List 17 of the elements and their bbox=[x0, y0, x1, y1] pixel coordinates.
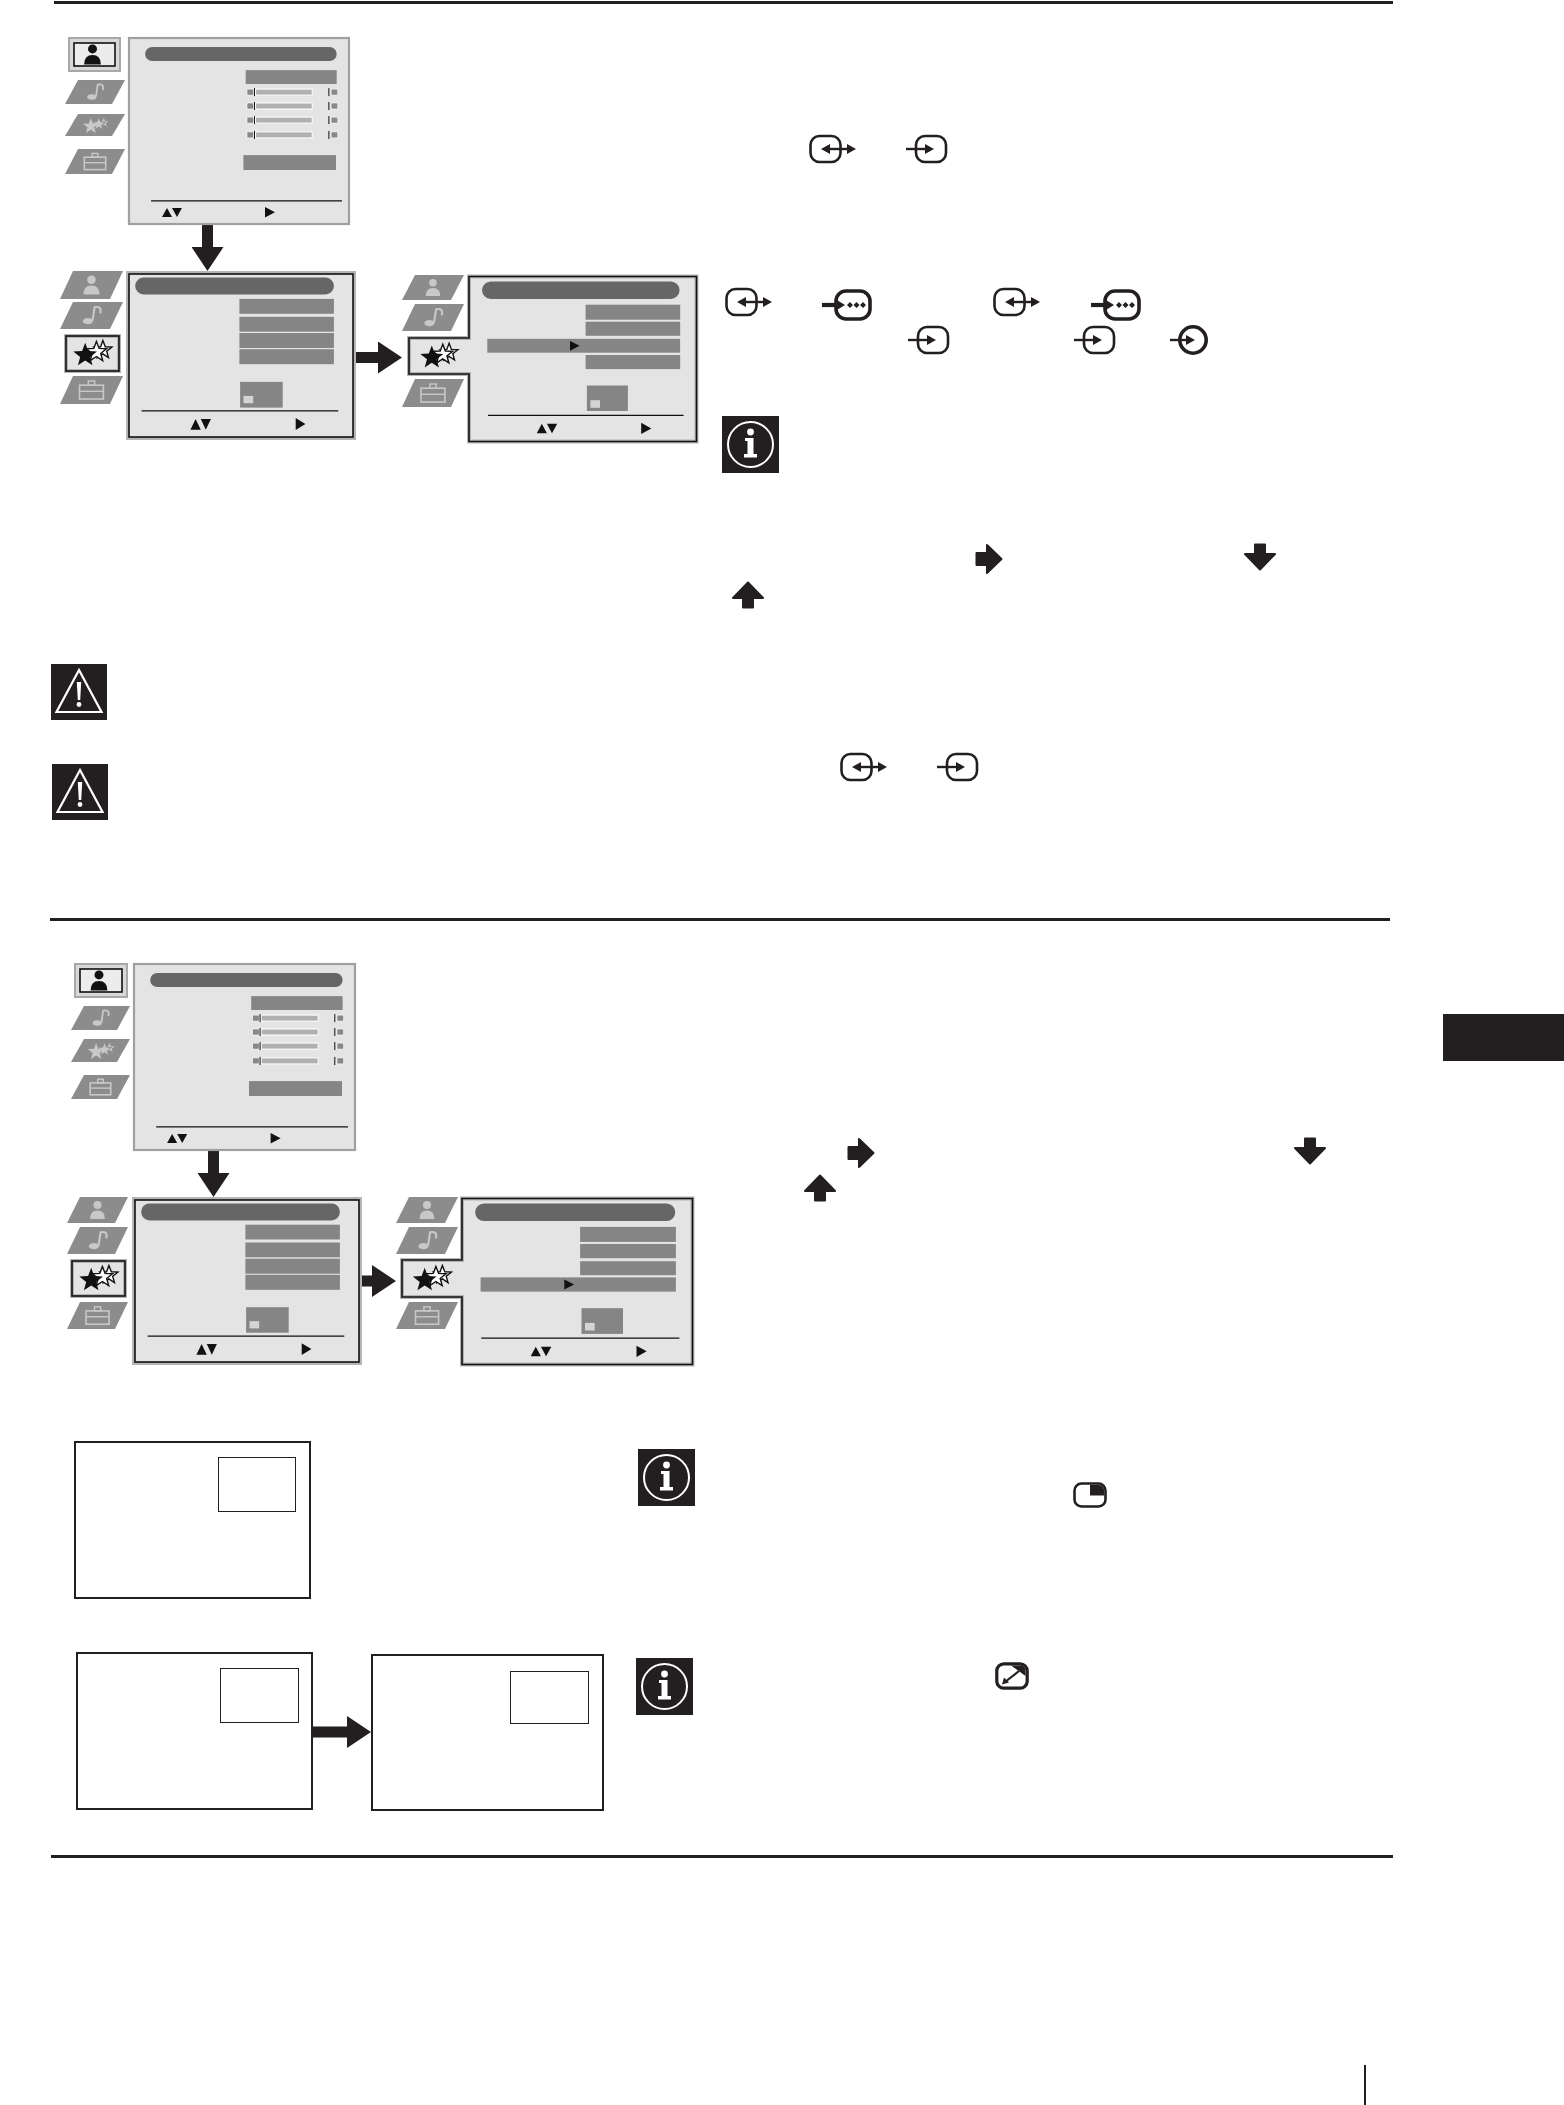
arrow bbox=[191, 225, 224, 271]
menu-screen-drawing bbox=[67, 1197, 362, 1365]
menu-screen-drawing bbox=[396, 1197, 694, 1366]
arrow bbox=[362, 1265, 396, 1297]
inset-window bbox=[220, 1668, 299, 1723]
tv-screen bbox=[371, 1654, 604, 1811]
arrow bbox=[356, 341, 402, 374]
menu-screen-drawing bbox=[402, 275, 698, 443]
menu-screen-drawing bbox=[71, 963, 356, 1151]
arrow bbox=[197, 1151, 230, 1197]
menu-screen-drawing bbox=[65, 37, 350, 225]
inset-window bbox=[218, 1457, 296, 1512]
tv-screen bbox=[74, 1441, 311, 1599]
tv-screen bbox=[76, 1652, 313, 1810]
arrow bbox=[313, 1716, 371, 1748]
inset-window bbox=[510, 1671, 589, 1724]
menu-screen-drawing bbox=[60, 271, 356, 440]
